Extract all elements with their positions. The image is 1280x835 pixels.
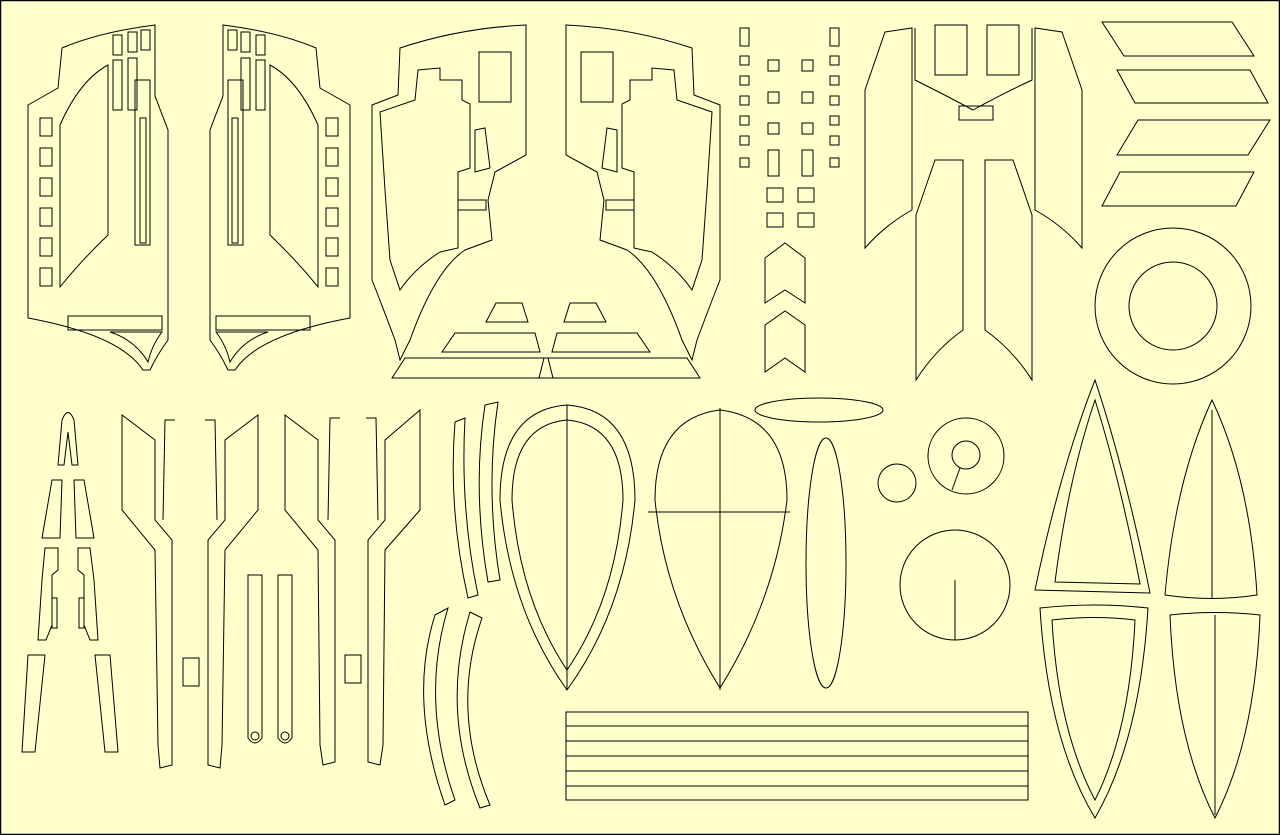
side-panel-right [209, 24, 351, 371]
ring [1094, 227, 1252, 385]
small-tabs [739, 27, 840, 373]
ellipse-parts [754, 397, 884, 689]
fork-piece [864, 24, 1083, 382]
side-panel-left [27, 24, 169, 371]
disc-parts [877, 417, 1011, 641]
curved-strips [423, 401, 501, 809]
frame-pieces [121, 408, 421, 769]
fin-parts [1034, 378, 1261, 820]
parallelogram-strips [1101, 21, 1271, 207]
horizontal-strips [565, 711, 1029, 801]
hull-panel-left [371, 24, 554, 379]
leg-pieces [21, 412, 119, 753]
hull-panel-right [538, 24, 721, 379]
egg-panels [499, 404, 790, 691]
